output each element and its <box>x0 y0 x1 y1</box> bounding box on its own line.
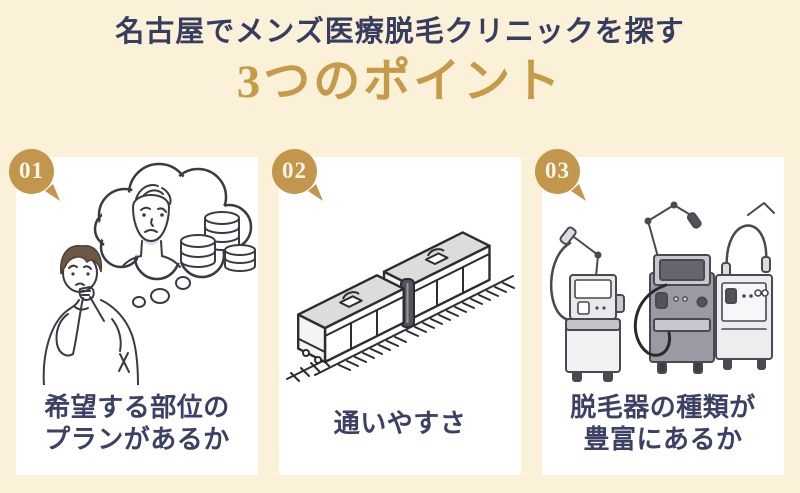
worried-face-in-bubble <box>121 184 181 268</box>
point-card-1: 01 <box>9 149 258 475</box>
badge-circle: 03 <box>535 149 580 194</box>
laser-machine-middle <box>633 201 715 374</box>
point-caption-2: 通いやすさ <box>279 385 521 475</box>
point-caption-3: 脱毛器の種類が 豊富にあるか <box>542 385 784 475</box>
illustration-area-3 <box>542 157 784 385</box>
train-illustration <box>286 231 515 382</box>
points-row: 01 <box>0 149 800 475</box>
number-badge-01: 01 <box>9 149 60 201</box>
badge-circle: 01 <box>9 149 54 194</box>
caption-line: 希望する部位の <box>44 391 230 422</box>
badge-tail-icon <box>45 184 60 201</box>
badge-number: 02 <box>282 157 307 183</box>
point-card-2: 02 <box>272 149 521 475</box>
coin-stacks <box>180 211 256 272</box>
laser-machine-right <box>715 202 775 370</box>
badge-tail-icon <box>571 184 586 201</box>
badge-tail-icon <box>308 184 323 201</box>
header: 名古屋でメンズ医療脱毛クリニックを探す 3つのポイント <box>0 0 800 157</box>
page-subtitle: 3つのポイント <box>236 55 564 108</box>
badge-number: 01 <box>19 157 44 183</box>
badge-number: 03 <box>545 157 570 183</box>
illustration-area-1 <box>16 157 258 385</box>
thinking-man <box>42 245 139 385</box>
number-badge-03: 03 <box>535 149 586 201</box>
laser-machines-illustration <box>550 201 775 382</box>
point-caption-1: 希望する部位の プランがあるか <box>16 385 258 475</box>
laser-machine-left <box>550 226 625 382</box>
caption-line: 豊富にあるか <box>583 424 743 454</box>
point-card-3: 03 <box>535 149 784 475</box>
thinking-man-illustration <box>42 162 256 385</box>
caption-line: 通いやすさ <box>333 407 467 438</box>
train-car-front <box>297 274 405 364</box>
illustration-area-2 <box>279 157 521 385</box>
railway-track <box>286 275 515 382</box>
number-badge-02: 02 <box>272 149 323 201</box>
badge-circle: 02 <box>272 149 317 194</box>
caption-line: プランがあるか <box>44 424 230 454</box>
caption-line: 脱毛器の種類が <box>570 391 756 422</box>
page-title: 名古屋でメンズ医療脱毛クリニックを探す <box>115 16 685 48</box>
